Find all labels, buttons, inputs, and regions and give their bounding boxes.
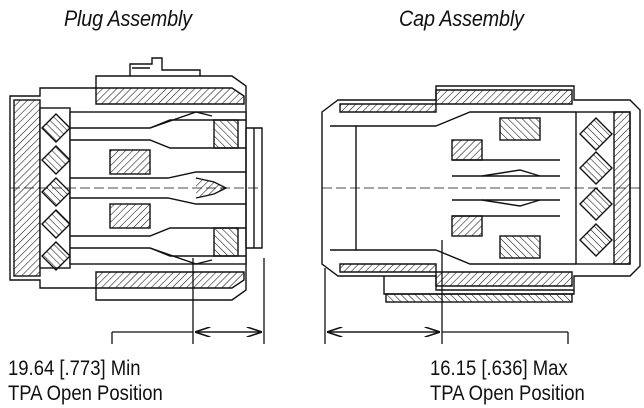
cap-assembly-drawing: [321, 85, 641, 303]
cap-dimension-label: 16.15 [.636] Max TPA Open Position: [430, 356, 585, 406]
plug-dimension: [111, 258, 265, 344]
plug-assembly-title: Plug Assembly: [64, 6, 192, 31]
plug-dimension-note: TPA Open Position: [8, 382, 163, 405]
plug-assembly-drawing: [9, 57, 263, 301]
cap-dimension-value: 16.15 [.636] Max: [430, 357, 568, 380]
plug-dimension-value: 19.64 [.773] Min: [8, 357, 141, 380]
cap-dimension: [324, 240, 569, 344]
cap-dimension-note: TPA Open Position: [430, 382, 585, 405]
cap-seal-pattern: [579, 117, 613, 257]
cap-assembly-title: Cap Assembly: [399, 6, 524, 31]
plug-dimension-label: 19.64 [.773] Min TPA Open Position: [8, 356, 163, 406]
plug-seal-pattern: [41, 113, 71, 271]
